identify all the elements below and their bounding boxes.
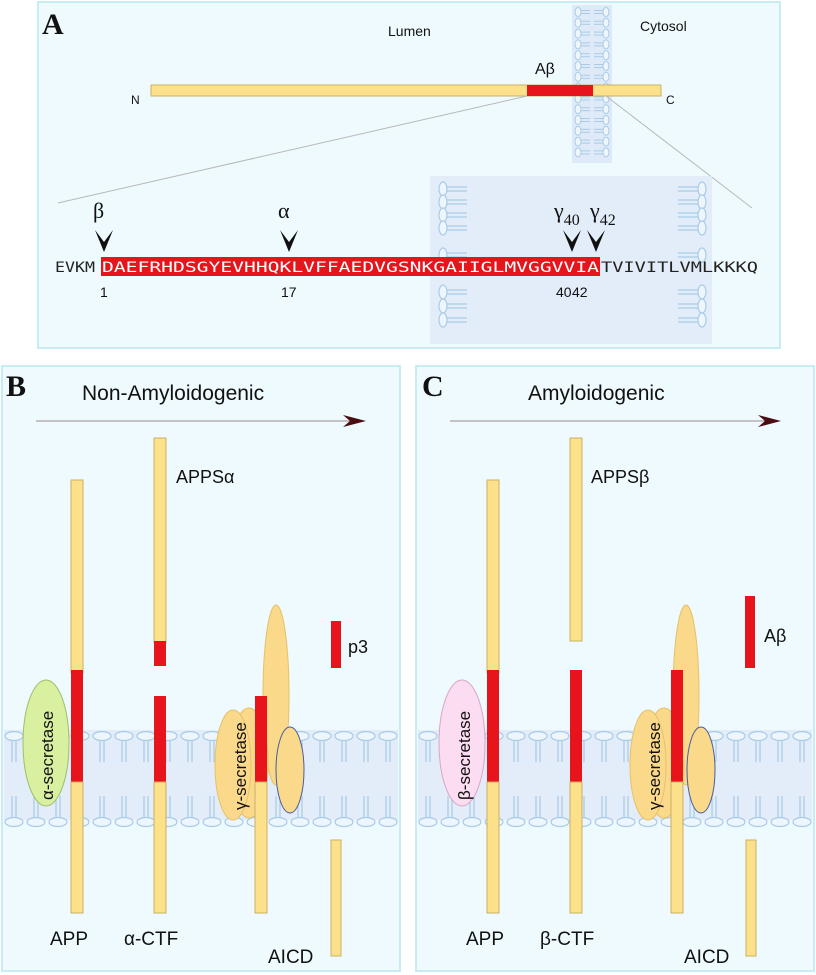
- alpha-secretase-label: α-secretase: [38, 711, 57, 800]
- gamma40-cleavage-arrow: [563, 230, 581, 252]
- n-terminus-label: N: [131, 93, 140, 107]
- panel-c: C Amyloidogenic β-secretase APP APPSβ β-…: [415, 365, 815, 972]
- panel-b-p3-fragment: [331, 621, 341, 668]
- panel-c-app: [486, 479, 500, 914]
- panel-c-aicd-fragment: [745, 839, 757, 957]
- panel-b-letter: B: [6, 370, 26, 403]
- gamma42-cleavage-label: γ42: [589, 198, 616, 229]
- panel-c-abeta-label: Aβ: [764, 626, 786, 646]
- alpha-cleavage-arrow: [280, 230, 298, 252]
- zoom-guide-left: [57, 95, 528, 204]
- panel-a: A Lumen Cytosol Aβ N C β α γ: [37, 1, 781, 349]
- cytosol-label: Cytosol: [640, 18, 687, 34]
- panel-c-appsb-fragment: [569, 437, 583, 642]
- panel-b-membrane: [4, 730, 398, 828]
- panel-c-gamma-secretase-complex: [629, 604, 716, 821]
- panel-c-ctf-label: β-CTF: [540, 929, 594, 950]
- panel-c-app-label: APP: [466, 929, 504, 950]
- panel-b-app: [70, 479, 84, 914]
- abeta-label-top: Aβ: [535, 61, 555, 78]
- cleavage-markers: β α γ40 γ42: [93, 198, 616, 252]
- beta-cleavage-arrow: [95, 230, 113, 252]
- abeta-sequence-highlight: [101, 257, 600, 276]
- position-label-1: 1: [100, 284, 108, 300]
- abeta-region-bar: [527, 85, 593, 96]
- panel-b-p3-label: p3: [348, 637, 368, 657]
- gamma42-cleavage-arrow: [587, 230, 605, 252]
- panel-b-substrate-in-gamma: [254, 696, 268, 914]
- sequence-prefix: EVKM: [55, 260, 95, 276]
- sequence-suffix: TVIVITLVMLKKKQ: [601, 260, 758, 276]
- zoom-guide-right: [605, 95, 753, 209]
- panel-b-ctf-label: α-CTF: [124, 929, 178, 950]
- panel-c-letter: C: [422, 370, 444, 403]
- panel-c-beta-ctf: [569, 670, 583, 914]
- position-label-40: 40: [556, 284, 572, 300]
- position-label-42: 42: [572, 284, 588, 300]
- position-label-17: 17: [281, 284, 297, 300]
- alpha-cleavage-label: α: [278, 198, 290, 223]
- panel-b-appsa-label: APPSα: [176, 467, 234, 487]
- panel-a-small-membrane: [572, 5, 612, 163]
- panel-c-substrate-in-gamma: [670, 670, 684, 914]
- c-terminus-label: C: [666, 93, 675, 107]
- panel-b-app-label: APP: [50, 929, 88, 950]
- panel-c-pathway-arrowhead: [758, 415, 781, 427]
- beta-cleavage-label: β: [93, 198, 104, 223]
- panel-b: B Non-Amyloidogenic α-secretase APP APPS…: [1, 365, 401, 972]
- panel-b-gamma-secretase-label: γ-secretase: [231, 722, 250, 810]
- alpha-secretase-enzyme: [22, 679, 70, 807]
- panel-b-aicd-fragment: [330, 839, 342, 957]
- panel-c-abeta-fragment: [745, 596, 755, 668]
- panel-c-title: Amyloidogenic: [528, 382, 665, 405]
- panel-b-aicd-label: AICD: [268, 947, 313, 968]
- lumen-label: Lumen: [388, 23, 431, 39]
- panel-b-pathway-arrowhead: [343, 415, 366, 427]
- panel-c-appsb-label: APPSβ: [591, 467, 649, 487]
- sequence-abeta: DAEFRHDSGYEVHHQKLVFFAEDVGSNKGAIIGLMVGGVV…: [102, 260, 600, 276]
- panel-b-title: Non-Amyloidogenic: [82, 382, 264, 405]
- panel-a-letter: A: [42, 8, 64, 41]
- beta-secretase-enzyme: [438, 679, 486, 807]
- gamma40-cleavage-label: γ40: [553, 198, 580, 229]
- panel-b-alpha-ctf: [153, 696, 167, 914]
- app-full-length-bar: [150, 84, 662, 97]
- beta-secretase-label: β-secretase: [455, 711, 474, 800]
- panel-c-aicd-label: AICD: [684, 947, 729, 968]
- panel-c-gamma-secretase-label: γ-secretase: [645, 722, 664, 810]
- panel-b-appsa-fragment: [153, 437, 167, 666]
